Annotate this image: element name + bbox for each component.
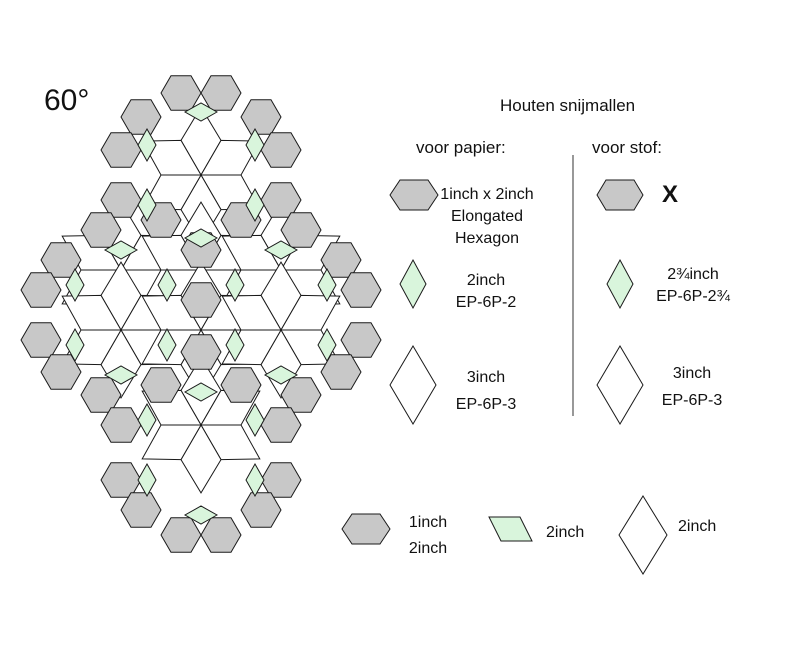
white-diamond	[221, 294, 282, 331]
green-diamond	[65, 267, 85, 303]
fabric-item-diamond-3-text: 3inch EP-6P-3	[652, 360, 732, 414]
paper-item-hexagon-line2: Elongated	[450, 208, 524, 225]
fabric-column-heading: voor stof:	[592, 138, 662, 157]
paper-item-hexagon-line1: 1inch x 2inch	[440, 186, 534, 203]
green-diamond	[245, 127, 265, 163]
gray-hexagon	[340, 322, 382, 358]
green-diamond	[103, 365, 139, 385]
gray-hexagon	[160, 75, 202, 111]
paper-item-diamond-2-line1: 2inch	[466, 272, 506, 289]
gray-hexagon	[180, 282, 222, 318]
paper-column-heading: voor papier:	[416, 138, 506, 157]
paper-item-diamond-2-text: 2inch EP-6P-2	[446, 270, 526, 314]
green-diamond	[245, 462, 265, 498]
green-diamond	[137, 127, 157, 163]
green-diamond	[137, 187, 157, 223]
green-diamond	[263, 365, 299, 385]
green-diamond	[317, 267, 337, 303]
paper-item-diamond-3-text: 3inch EP-6P-3	[446, 364, 526, 418]
gray-hexagon	[240, 99, 282, 135]
gray-hexagon	[100, 132, 142, 168]
paper-item-hexagon-line3: Hexagon	[454, 230, 520, 247]
gray-hexagon	[20, 322, 62, 358]
gray-hexagon	[120, 99, 162, 135]
paper-item-diamond-3-line2: EP-6P-3	[455, 396, 517, 413]
legend-parallelogram-text: 2inch	[546, 524, 585, 541]
green-diamond	[157, 267, 177, 303]
gray-hexagon	[280, 377, 322, 413]
green-diamond	[317, 327, 337, 363]
gray-hexagon	[140, 367, 182, 403]
white-diamond	[61, 294, 122, 331]
green-diamond	[245, 187, 265, 223]
green-diamond	[225, 327, 245, 363]
green-diamond	[157, 327, 177, 363]
green-diamond	[245, 402, 265, 438]
angle-label: 60°	[44, 84, 90, 117]
legend-hexagon-line1: 1inch	[408, 514, 448, 531]
gray-hexagon	[120, 492, 162, 528]
gray-hexagon	[280, 212, 322, 248]
green-diamond	[183, 505, 219, 525]
green-diamond	[137, 462, 157, 498]
gray-hexagon	[340, 272, 382, 308]
gray-hexagon	[20, 272, 62, 308]
green-diamond	[65, 327, 85, 363]
gray-hexagon	[100, 462, 142, 498]
green-diamond	[103, 240, 139, 260]
fabric-item-diamond-2-text: 2¾inch EP-6P-2¾	[648, 264, 738, 308]
gray-hexagon	[260, 182, 302, 218]
green-diamond	[225, 267, 245, 303]
paper-item-diamond-2-line2: EP-6P-2	[455, 294, 517, 311]
legend-diamond-text: 2inch	[678, 518, 717, 535]
fabric-item-diamond-2-line2: EP-6P-2¾	[656, 288, 730, 305]
gray-hexagon	[320, 354, 362, 390]
gray-hexagon	[260, 462, 302, 498]
gray-hexagon	[200, 75, 242, 111]
fabric-item-hexagon-text: X	[662, 181, 679, 208]
legend-hexagon-text: 1inch 2inch	[398, 510, 458, 562]
fabric-item-diamond-2-line1: 2¾inch	[667, 266, 719, 283]
gray-hexagon	[100, 407, 142, 443]
paper-item-hexagon-text: 1inch x 2inch Elongated Hexagon	[432, 184, 542, 250]
paper-item-diamond-3-line1: 3inch	[466, 369, 506, 386]
green-diamond	[183, 228, 219, 248]
green-diamond	[183, 102, 219, 122]
gray-hexagon	[200, 517, 242, 553]
white-diamond	[221, 234, 282, 271]
gray-hexagon	[260, 407, 302, 443]
gray-hexagon	[240, 492, 282, 528]
green-diamond	[137, 402, 157, 438]
gray-hexagon	[260, 132, 302, 168]
legend-hexagon-line2: 2inch	[408, 540, 448, 557]
fabric-item-diamond-3-line2: EP-6P-3	[661, 392, 723, 409]
gray-hexagon	[180, 334, 222, 370]
green-diamond	[263, 240, 299, 260]
gray-hexagon	[100, 182, 142, 218]
gray-hexagon	[160, 517, 202, 553]
fabric-item-diamond-3-line1: 3inch	[672, 365, 712, 382]
title: Houten snijmallen	[500, 96, 636, 115]
green-diamond	[183, 382, 219, 402]
gray-hexagon	[220, 367, 262, 403]
